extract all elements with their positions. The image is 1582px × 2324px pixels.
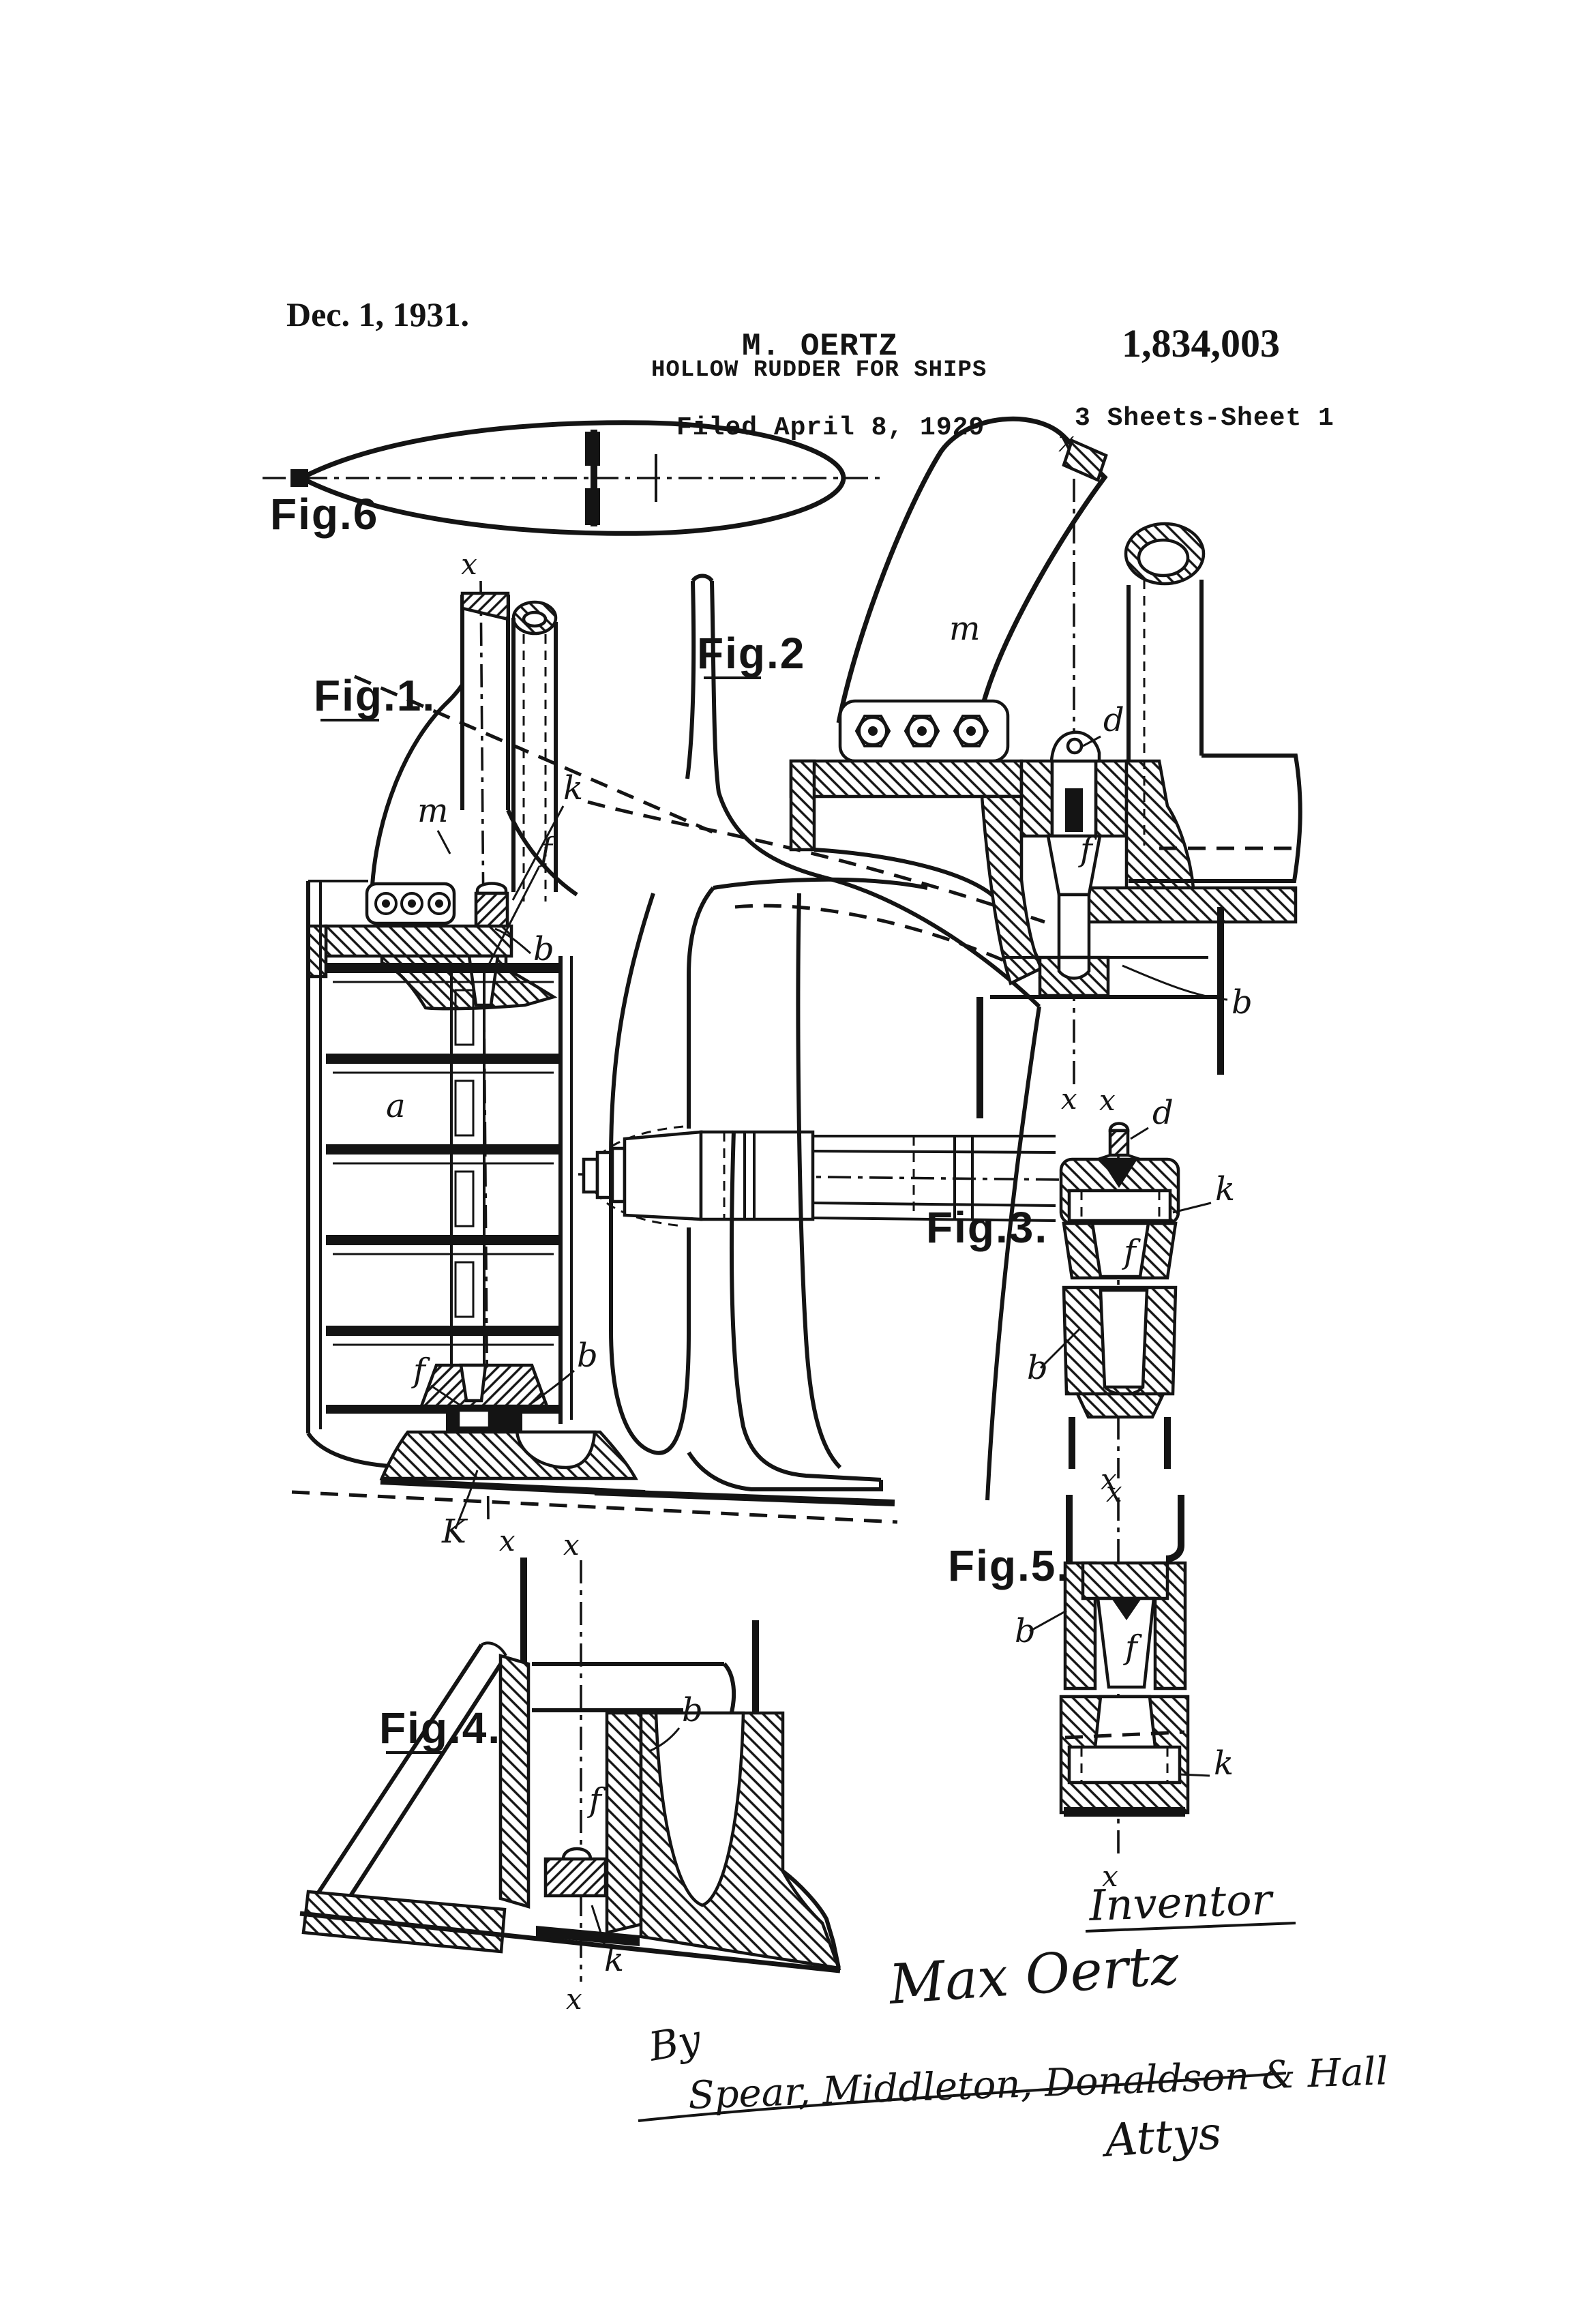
fig1-ref-K: K xyxy=(441,1513,468,1551)
fig4-ref-f: f xyxy=(587,1781,606,1819)
fig2-ref-d: d xyxy=(1103,701,1124,739)
fig3-x-bottom: x xyxy=(1106,1475,1122,1508)
fig2-ref-m: m xyxy=(949,610,981,648)
fig2-label: Fig.2 xyxy=(697,629,805,678)
patent-date: Dec. 1, 1931. xyxy=(286,295,469,333)
fig1-ref-b: b xyxy=(533,930,554,968)
patent-title: HOLLOW RUDDER FOR SHIPS xyxy=(651,357,987,383)
fig4-x-top: x xyxy=(563,1528,580,1562)
fig1-x-top: x xyxy=(461,548,477,581)
fig2-drawing: x m xyxy=(697,416,1302,1118)
fig5-ref-k: k xyxy=(1214,1744,1234,1783)
fig2-hex-bolts xyxy=(854,715,989,747)
inventor-signature: Max Oertz xyxy=(886,1933,1182,2016)
patent-author: M. OERTZ xyxy=(742,329,898,364)
inventor-label: Inventor xyxy=(1088,1875,1275,1931)
fig1-ref-b2: b xyxy=(577,1337,598,1375)
attys-label: Attys xyxy=(1099,2106,1223,2167)
fig3-label: Fig.3. xyxy=(926,1203,1048,1252)
fig4-x-bottom: x xyxy=(566,1982,582,2016)
fig6-drawing: Fig.6 xyxy=(263,420,885,539)
fig1-ref-m: m xyxy=(417,792,449,830)
fig4-ref-k: k xyxy=(604,1941,624,1979)
fig3-x-top: x xyxy=(1099,1084,1116,1117)
fig1-ref-f2: f xyxy=(411,1352,430,1390)
fig2-ref-b: b xyxy=(1232,983,1253,1022)
fig6-label: Fig.6 xyxy=(270,490,378,539)
fig5-x-top: x xyxy=(1101,1463,1117,1496)
fig4-drawing: x b f k xyxy=(299,1528,841,2016)
fig4-ref-b: b xyxy=(682,1691,703,1729)
fig5-drawing: x f b k x Fig.5. xyxy=(948,1463,1234,1893)
fig5-x-bottom: x xyxy=(1102,1860,1118,1893)
fig2-x-bottom: x xyxy=(1061,1082,1077,1116)
fig1-ref-k: k xyxy=(563,769,583,807)
fig1-drawing: x m k xyxy=(291,548,1064,1558)
fig3-drawing: x d k f b x Fig.3 xyxy=(926,1084,1235,1508)
fig3-ref-k: k xyxy=(1215,1170,1235,1208)
by-label: By xyxy=(645,2016,705,2070)
fig1-ribs xyxy=(326,963,561,1414)
fig3-ref-b: b xyxy=(1027,1349,1048,1387)
sheet-info: 3 Sheets-Sheet 1 xyxy=(1075,404,1334,433)
fig5-ref-b: b xyxy=(1015,1612,1036,1650)
fig1-x-bottom: x xyxy=(499,1524,516,1558)
patent-number: 1,834,003 xyxy=(1122,321,1280,366)
fig1-ref-a: a xyxy=(386,1087,406,1125)
fig1-label: Fig.1. xyxy=(314,671,436,720)
fig5-label: Fig.5. xyxy=(948,1541,1070,1590)
fig4-label: Fig.4. xyxy=(379,1703,501,1753)
fig3-ref-d: d xyxy=(1152,1094,1174,1132)
